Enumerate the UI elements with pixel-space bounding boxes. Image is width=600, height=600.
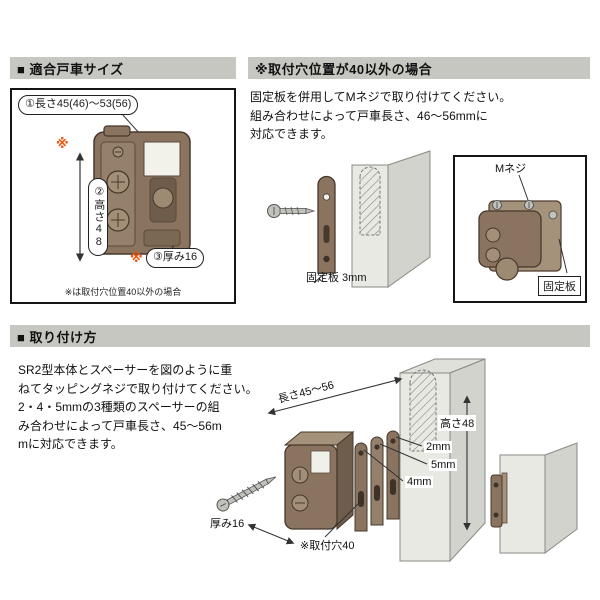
spacer-2mm-label: 2mm — [424, 441, 453, 453]
spacer-4mm-label: 4mm — [405, 476, 434, 488]
spacer-plates — [354, 430, 400, 532]
hole-instructions: 固定板を併用してMネジで取り付けてください。 組み合わせによって戸車長さ、46～… — [250, 88, 511, 144]
door-roller-body — [93, 125, 191, 255]
install-instructions-line: 2・4・5mmの3種類のスペーサーの組 — [18, 400, 220, 415]
size-diagram-box: ①長さ45(46)～53(56) ※ ②高さ48 ※ ③厚み16 ※は取付穴位置… — [10, 88, 236, 304]
panel-installation: ■ 取り付け方 SR2型本体とスペーサーを図のように重 ねてタッピングネジで取り… — [10, 325, 590, 590]
mortise-outline — [359, 166, 381, 236]
spacer-5mm-label: 5mm — [429, 459, 458, 471]
m-screw-label: Mネジ — [495, 163, 527, 175]
assembled-view — [490, 442, 578, 554]
thickness-label: 厚み16 — [210, 518, 245, 530]
roller-front-illustration — [75, 113, 191, 262]
mounting-hole-label: ※取付穴40 — [300, 540, 355, 552]
tapping-screw-icon — [216, 476, 277, 512]
asterisk-mark-thickness: ※ — [130, 250, 143, 265]
height-dimension-label: ②高さ48 — [88, 178, 108, 256]
thickness-dimension-label: ③厚み16 — [146, 248, 205, 268]
section-header-hole: ※取付穴位置が40以外の場合 — [248, 57, 590, 79]
install-instructions: SR2型本体とスペーサーを図のように重 ねてタッピングネジで取り付けてください。… — [18, 361, 258, 454]
thickness-dimension-line — [247, 523, 295, 545]
m-screw-detail-box: Mネジ 固定板 — [453, 155, 587, 303]
size-footnote: ※は取付穴位置40以外の場合 — [64, 287, 182, 297]
panel-mounting-hole-exception: ※取付穴位置が40以外の場合 固定板を併用してMネジで取り付けてください。 組み… — [248, 57, 590, 307]
fixing-plate-tag: 固定板 — [538, 276, 581, 296]
section-header-install: ■ 取り付け方 — [10, 325, 590, 347]
m-screw-icon — [267, 204, 316, 218]
install-instructions-line: SR2型本体とスペーサーを図のように重 — [18, 363, 233, 377]
hole-instructions-line: 組み合わせによって戸車長さ、46～56mmに — [250, 108, 488, 123]
door-edge-side — [387, 150, 431, 288]
hole-instructions-line: 固定板を併用してMネジで取り付けてください。 — [250, 90, 512, 104]
install-instructions-line: ねてタッピングネジで取り付けてください。 — [18, 381, 258, 396]
install-instructions-line: み合わせによって戸車長さ、45～56m — [18, 418, 222, 433]
length-dimension-line — [267, 376, 403, 416]
hole-instructions-line: 対応できます。 — [250, 127, 333, 142]
length-dimension-label: ①長さ45(46)～53(56) — [18, 95, 139, 115]
height-label: 高さ48 — [438, 415, 477, 431]
exploded-assembly-illustration — [216, 358, 578, 563]
fixing-plate-illustration — [267, 150, 431, 288]
mortise-outline — [409, 369, 437, 452]
fixing-plate-thickness-label: 固定板 3mm — [306, 272, 367, 284]
roller-body-3d — [283, 430, 355, 531]
section-header-size: ■ 適合戸車サイズ — [10, 57, 236, 79]
plate-mounted-roller-illustration — [478, 174, 568, 281]
panel-door-roller-size: ■ 適合戸車サイズ — [10, 57, 236, 304]
asterisk-mark-height: ※ — [56, 136, 69, 151]
fixing-plate — [317, 175, 336, 274]
install-instructions-line: mに対応できます。 — [18, 437, 123, 452]
